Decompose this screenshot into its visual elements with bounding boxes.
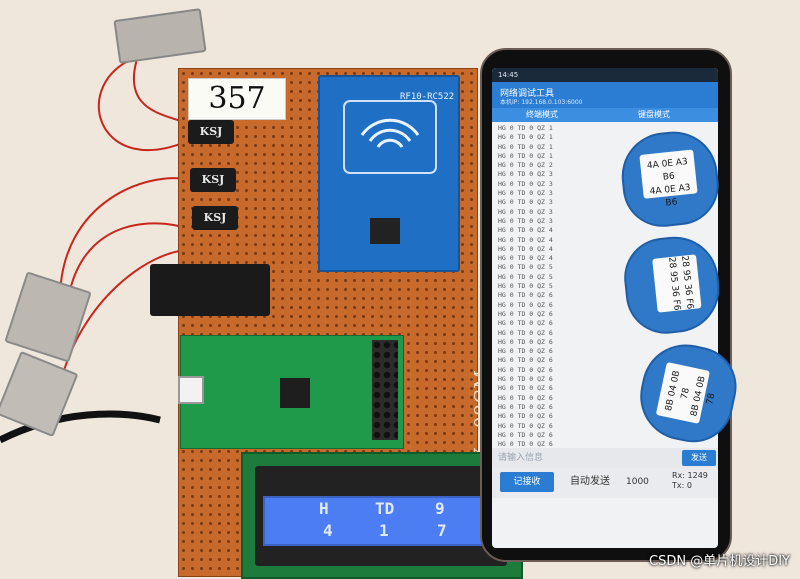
log-line: HG 0 TD 0 QZ 6 [498,356,553,365]
mode-tabs: 终端模式 键盘模式 [492,108,718,122]
log-line: HG 0 TD 0 QZ 4 [498,235,553,244]
status-time: 14:45 [498,71,519,79]
log-line: HG 0 TD 0 QZ 6 [498,337,553,346]
tx-count: Tx: 0 [672,481,692,490]
rx-count: Rx: 1249 [672,471,708,480]
log-line: HG 0 TD 0 QZ 1 [498,142,553,151]
app-header: 网络调试工具 本机IP: 192.168.0.103:6000 [492,82,718,108]
receive-button[interactable]: 记接收 [500,472,554,492]
log-line: HG 0 TD 0 QZ 4 [498,244,553,253]
antenna-icon [343,100,437,174]
log-line: HG 0 TD 0 QZ 6 [498,347,553,356]
lcd-cell: H [319,499,329,518]
log-line: HG 0 TD 0 QZ 6 [498,365,553,374]
log-line: HG 0 TD 0 QZ 6 [498,300,553,309]
log-line: HG 0 TD 0 QZ 6 [498,291,553,300]
send-button[interactable]: 发送 [682,450,716,466]
rfid-chip [370,218,400,244]
watermark: CSDN @单片机设计DIY [649,554,790,569]
rfid-module-label: RF10-RC522 [400,92,455,102]
lcd-cell: TD [375,499,395,518]
log-line: HG 0 TD 0 QZ 6 [498,393,553,402]
tag-uid: 4A 0E A3 B6 [649,182,692,209]
log-line: HG 0 TD 0 QZ 1 [498,133,553,142]
lcd-cell: 9 [435,499,445,518]
log-line: HG 0 TD 0 QZ 6 [498,402,553,411]
app-address: 本机IP: 192.168.0.103:6000 [500,99,583,106]
rx-tx-counter: Rx: 1249 Tx: 0 [672,471,708,491]
lcd-cell: 1 [379,521,389,540]
log-line: HG 0 TD 0 QZ 3 [498,216,553,225]
log-line: HG 0 TD 0 QZ 6 [498,328,553,337]
log-line: HG 0 TD 0 QZ 4 [498,254,553,263]
tag-sticker: 4A 0E A3 B6 4A 0E A3 B6 [639,149,698,209]
wifi-module [150,264,270,316]
status-bar: 14:45 [492,68,718,82]
log-line: HG 0 TD 0 QZ 6 [498,319,553,328]
log-line: HG 0 TD 0 QZ 6 [498,384,553,393]
relay: KSJ [192,206,238,230]
log-line: HG 0 TD 0 QZ 6 [498,412,553,421]
log-line: HG 0 TD 0 QZ 5 [498,282,553,291]
lcd-cell: 7 [437,521,447,540]
log-line: HG 0 TD 0 QZ 5 [498,272,553,281]
tab-terminal-mode[interactable]: 终端模式 [526,110,558,119]
lcd-display: H TD 9 4 1 7 [263,496,503,546]
log-line: HG 0 TD 0 QZ 4 [498,226,553,235]
log-line: HG 0 TD 0 QZ 6 [498,430,553,439]
log-line: HG 0 TD 0 QZ 5 [498,263,553,272]
log-line: HG 0 TD 0 QZ 6 [498,421,553,430]
tag-sticker: 8B 04 0B 78 8B 04 0B 78 [655,361,717,424]
auto-send-interval[interactable]: 1000 [626,477,649,487]
log-line: HG 0 TD 0 QZ 3 [498,170,553,179]
lcd-cell: 4 [323,521,333,540]
auto-send-toggle[interactable]: 自动发送 [570,476,610,487]
log-line: HG 0 TD 0 QZ 6 [498,440,553,449]
push-button [178,376,204,404]
relay: KSJ [188,120,234,144]
pin-header [372,340,398,440]
sticky-note: 357 [188,78,286,120]
rfid-reader-module [318,75,460,272]
log-line: HG 0 TD 0 QZ 3 [498,198,553,207]
log-line: HG 0 TD 0 QZ 2 [498,161,553,170]
tab-keyboard-mode[interactable]: 键盘模式 [638,110,670,119]
message-input[interactable]: 请输入信息 [492,448,718,468]
app-title: 网络调试工具 [500,89,555,99]
log-line: HG 0 TD 0 QZ 6 [498,309,553,318]
message-input-placeholder: 请输入信息 [498,453,544,463]
relay: KSJ [190,168,236,192]
log-line: HG 0 TD 0 QZ 1 [498,151,553,160]
log-line: HG 0 TD 0 QZ 6 [498,375,553,384]
log-line: HG 0 TD 0 QZ 1 [498,124,553,132]
log-line: HG 0 TD 0 QZ 3 [498,179,553,188]
tag-sticker: 28 95 36 F6 28 95 36 F6 [652,254,702,313]
log-line: HG 0 TD 0 QZ 3 [498,189,553,198]
mcu-chip [280,378,310,408]
log-line: HG 0 TD 0 QZ 3 [498,207,553,216]
